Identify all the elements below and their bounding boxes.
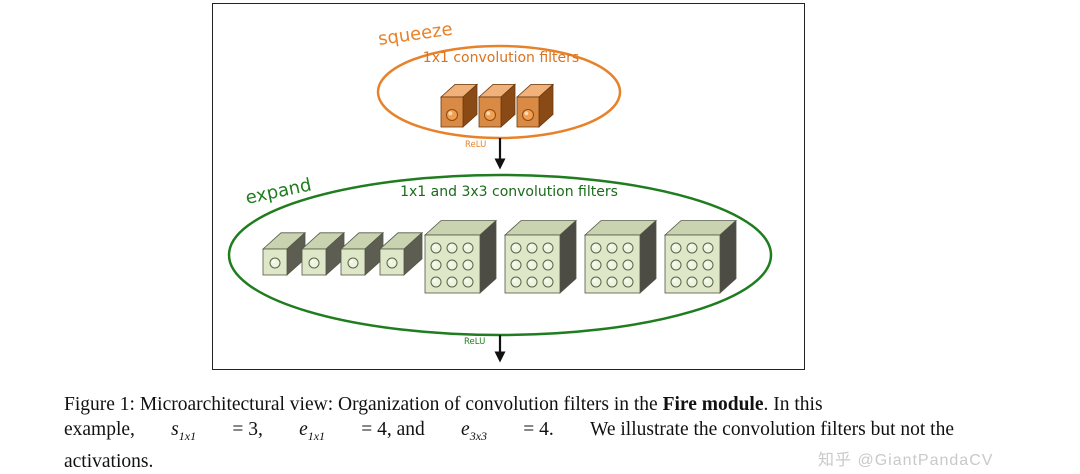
expand-filter-3x3 [583, 219, 658, 294]
watermark: 知乎 @GiantPandaCV [818, 452, 994, 469]
e3-subscript: 3x3 [469, 428, 488, 443]
s-symbol: s [171, 419, 179, 440]
squeeze-filter-1x1 [515, 83, 555, 128]
expand-filter-3x3 [423, 219, 498, 294]
squeeze-filter-1x1 [439, 83, 479, 128]
caption-e1-value: = 4, and [361, 419, 425, 440]
expand-filters [261, 219, 738, 294]
expand-filter-1x1 [300, 231, 346, 276]
caption-e-3x3: e3x3 [461, 417, 487, 449]
squeeze-filter-1x1 [477, 83, 517, 128]
relu-bottom-label: ReLU [464, 337, 485, 347]
caption-line-1: Figure 1: Microarchitectural view: Organ… [64, 392, 954, 417]
s-subscript: 1x1 [178, 428, 197, 443]
fire-module-diagram: squeeze 1x1 convolution filters ReLU exp… [227, 19, 773, 363]
squeeze-filters [439, 83, 555, 128]
caption-example-word: example, [64, 419, 135, 440]
squeeze-filters-label: 1x1 convolution filters [423, 50, 579, 66]
expand-filter-1x1 [339, 231, 385, 276]
relu-top-label: ReLU [465, 140, 486, 150]
caption-e3-value: = 4. [523, 419, 554, 440]
expand-filter-3x3 [503, 219, 578, 294]
squeeze-label: squeeze [377, 19, 454, 50]
expand-filter-1x1 [261, 231, 307, 276]
caption-line2-end: We illustrate the convolution filters bu… [590, 419, 954, 440]
caption-line1-end: . In this [763, 394, 823, 415]
caption-s-value: = 3, [232, 419, 263, 440]
caption-line-2: example, s1x1 = 3, e1x1 = 4, and e3x3 = … [64, 417, 954, 449]
caption-prefix: Figure 1: Microarchitectural view: Organ… [64, 394, 663, 415]
e1-symbol: e [299, 419, 308, 440]
e1-subscript: 1x1 [307, 428, 326, 443]
caption-s-1x1: s1x1 [171, 417, 196, 449]
caption-e-1x1: e1x1 [299, 417, 325, 449]
expand-filter-1x1 [378, 231, 424, 276]
expand-label: expand [244, 174, 314, 208]
expand-filters-label: 1x1 and 3x3 convolution filters [400, 184, 618, 200]
expand-filter-3x3 [663, 219, 738, 294]
e3-symbol: e [461, 419, 470, 440]
caption-bold-fire-module: Fire module [662, 394, 764, 415]
figure-frame: squeeze 1x1 convolution filters ReLU exp… [212, 3, 805, 370]
